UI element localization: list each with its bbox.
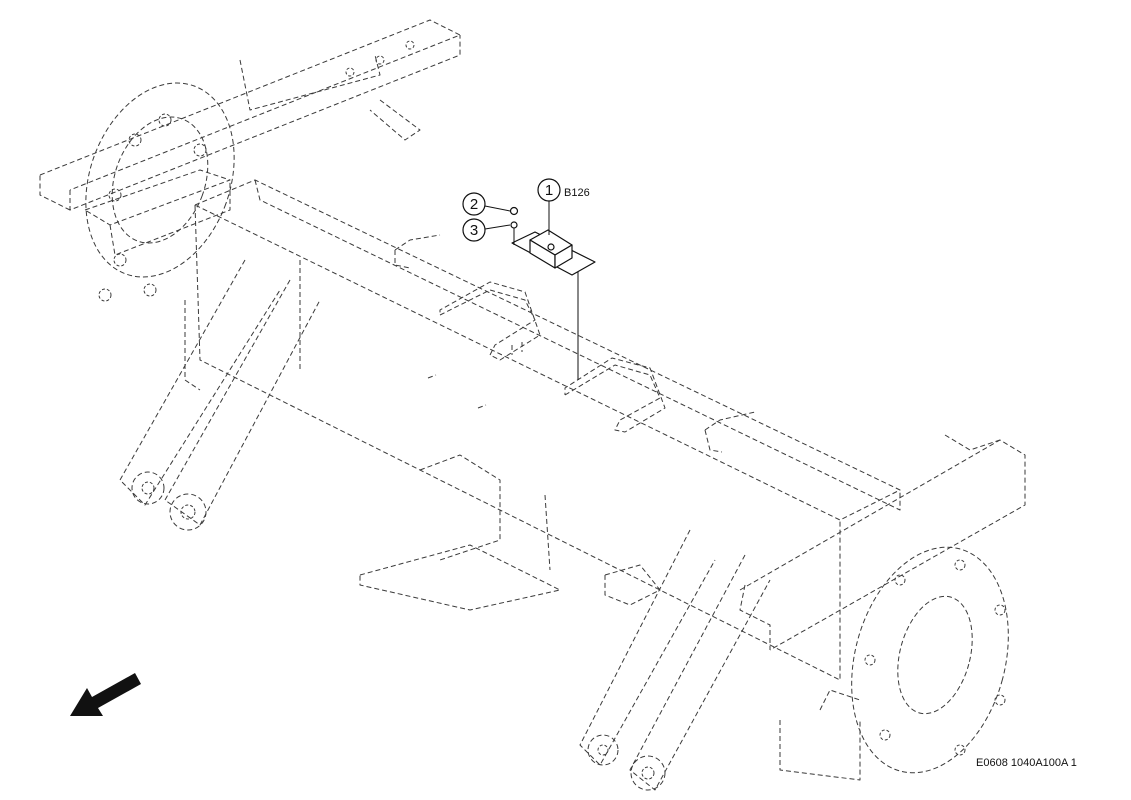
callout-3-number: 3 [470, 222, 478, 239]
callout-1-number: 1 [545, 182, 553, 199]
main-cross-beam [84, 169, 901, 681]
u-brackets [427, 281, 666, 433]
callout-3: 3 [462, 218, 511, 242]
left-swing-arms [119, 259, 321, 531]
sensor-b126 [511, 229, 596, 380]
callout-2-number: 2 [470, 196, 478, 213]
left-hub-flange [85, 82, 235, 302]
callout-1: 1 B126 [537, 178, 590, 235]
drawing-reference: E0608 1040A100A 1 [976, 757, 1077, 769]
rear-frame-rails [39, 19, 461, 211]
beam-brackets [394, 234, 756, 453]
right-swing-arms [579, 529, 771, 791]
callout-1-code: B126 [564, 187, 590, 199]
front-direction-arrow-icon [70, 673, 141, 716]
callout-2: 2 [462, 192, 511, 216]
under-frame-plate [359, 454, 661, 611]
right-hub-flange [739, 434, 1026, 781]
nut-washer [509, 206, 519, 245]
